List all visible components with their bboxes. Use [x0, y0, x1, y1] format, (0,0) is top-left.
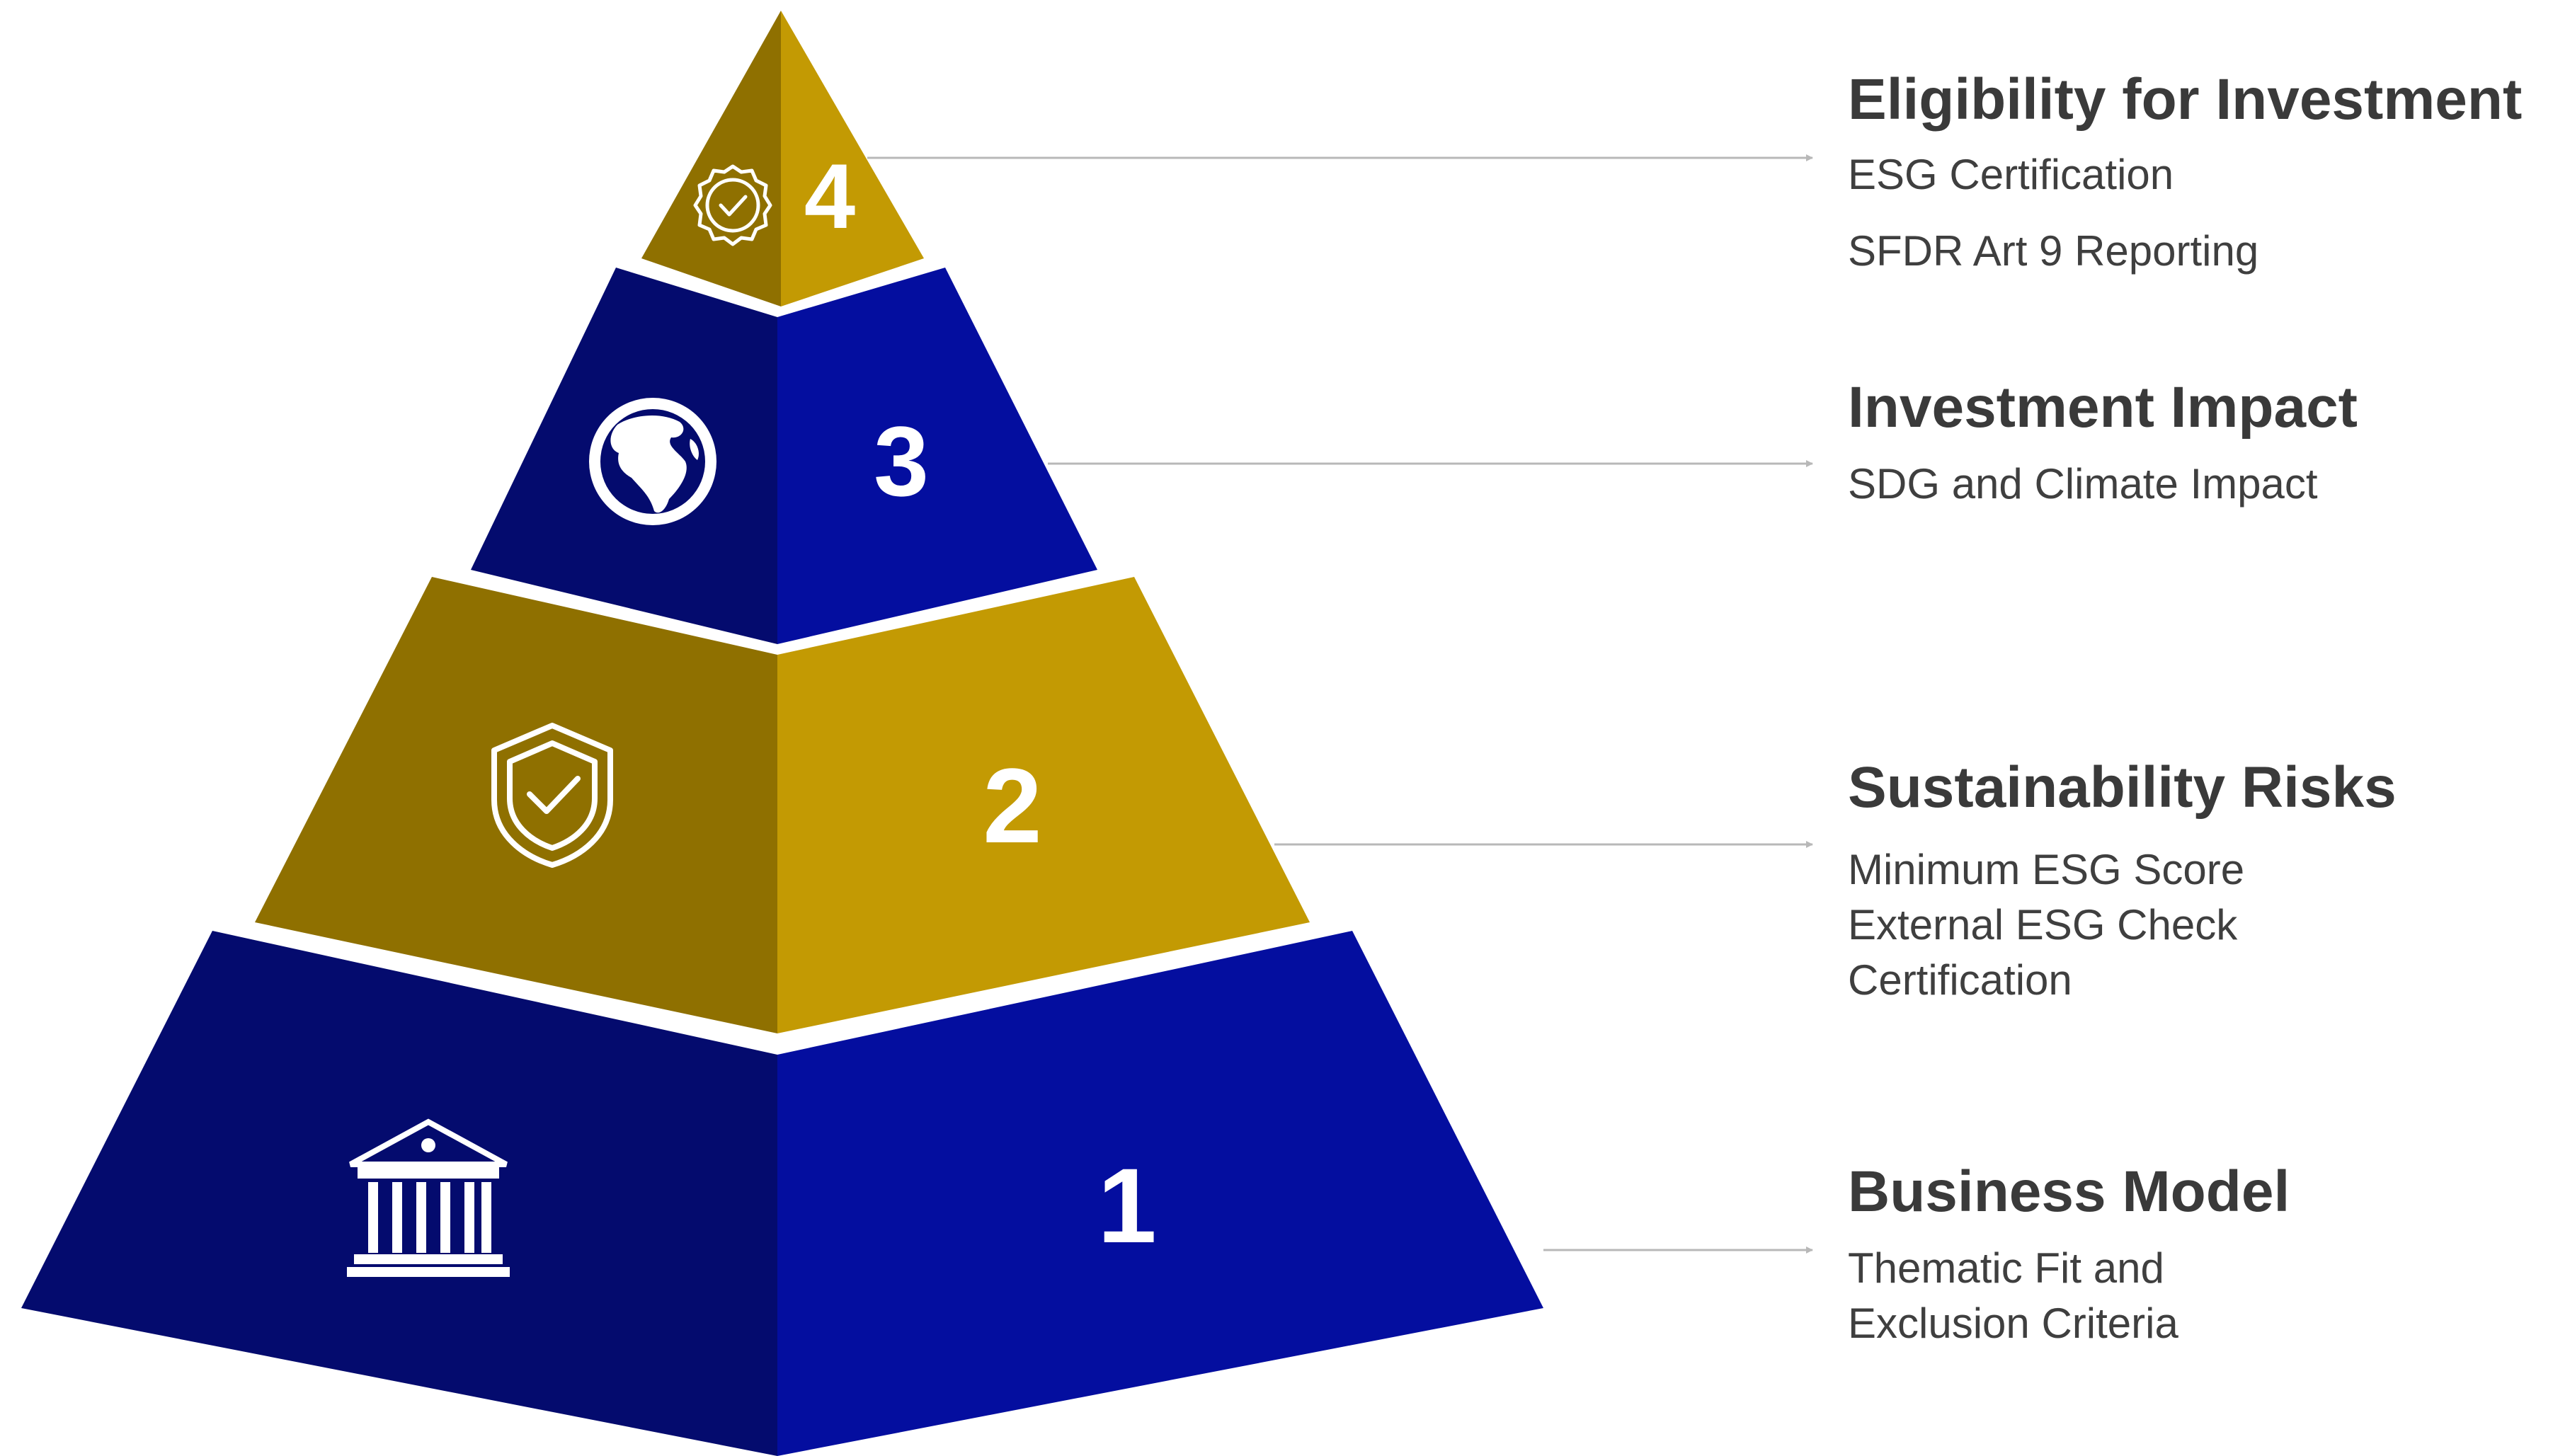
tier-1-line-2: Exclusion Criteria: [1848, 1300, 2178, 1347]
tier-2-right-face: [777, 577, 1310, 1033]
tier-2-number: 2: [983, 746, 1041, 865]
tier-4-number: 4: [804, 144, 855, 248]
tier-2-line-3: Certification: [1848, 956, 2072, 1004]
tier-3-label: Investment Impact SDG and Climate Impact: [1848, 379, 2358, 512]
tier-2-title: Sustainability Risks: [1848, 755, 2397, 820]
tier-4-left-face: [641, 11, 781, 306]
shield-check-icon: [491, 723, 613, 868]
tier-1-label: Business Model Thematic Fit and Exclusio…: [1848, 1163, 2290, 1351]
tier-1: 1: [21, 931, 1813, 1456]
tier-3-number: 3: [874, 406, 929, 517]
tier-2-line-2: External ESG Check: [1848, 901, 2238, 948]
bank-icon: [347, 1118, 510, 1277]
tier-4-title: Eligibility for Investment: [1848, 67, 2523, 132]
tier-3-title: Investment Impact: [1848, 375, 2358, 440]
tier-1-number: 1: [1097, 1146, 1156, 1265]
tier-4-label: Eligibility for Investment ESG Certifica…: [1848, 71, 2522, 279]
tier-3: 3: [471, 268, 1813, 644]
tier-2-label: Sustainability Risks Minimum ESG Score E…: [1848, 759, 2397, 1008]
tier-1-right-face: [777, 931, 1543, 1456]
tier-4-line-1: ESG Certification: [1848, 151, 2174, 198]
tier-2: 2: [255, 577, 1813, 1033]
globe-icon: [589, 398, 716, 525]
tier-1-title: Business Model: [1848, 1159, 2290, 1224]
tier-4: 4: [641, 11, 1813, 306]
tier-2-line-1: Minimum ESG Score: [1848, 846, 2245, 893]
tier-2-left-face: [255, 577, 777, 1033]
tier-3-right-face: [777, 268, 1097, 644]
tier-4-right-face: [781, 11, 924, 306]
badge-check-icon: [693, 164, 772, 246]
tier-1-line-1: Thematic Fit and: [1848, 1244, 2164, 1292]
tier-4-line-2: SFDR Art 9 Reporting: [1848, 227, 2259, 275]
tier-3-line-1: SDG and Climate Impact: [1848, 460, 2318, 508]
